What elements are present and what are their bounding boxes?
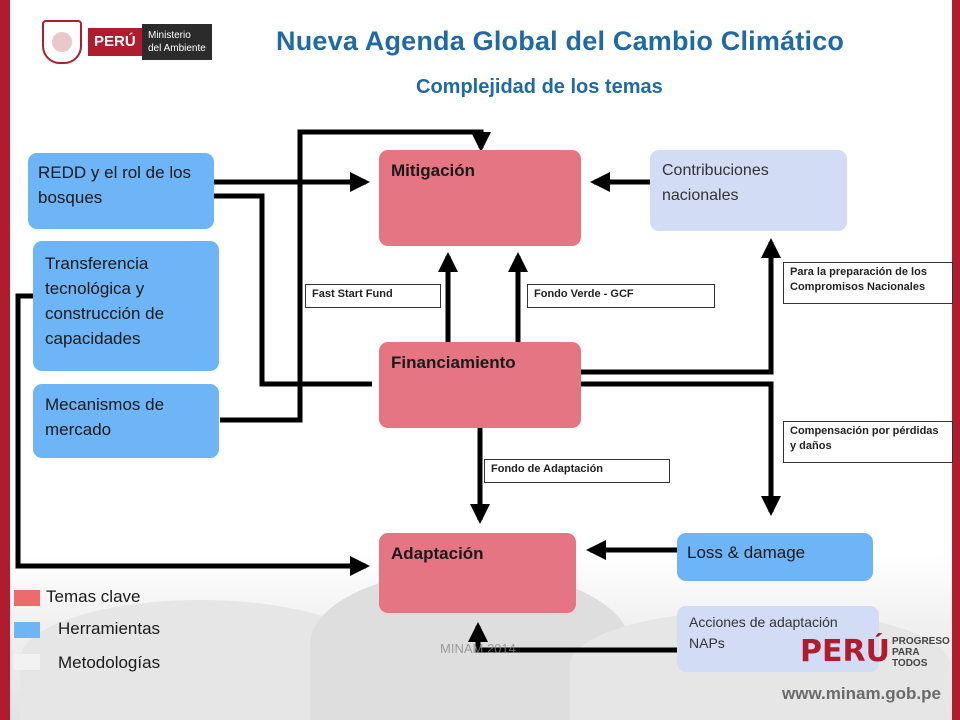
brand-tagline: PROGRESO PARA TODOS xyxy=(892,636,950,669)
label-preparacion-compromisos: Para la preparación de los Compromisos N… xyxy=(783,262,953,304)
legend-herramientas: Herramientas xyxy=(58,619,161,638)
legend-swatch-metodologias xyxy=(14,654,40,670)
label-compensacion: Compensación por pérdidas y daños xyxy=(783,421,953,463)
footer-url[interactable]: www.minam.gob.pe xyxy=(782,684,941,703)
page-title: Nueva Agenda Global del Cambio Climático xyxy=(276,26,845,56)
right-frame-border xyxy=(952,0,960,720)
brand-name: PERÚ xyxy=(800,634,890,669)
legend-metodologias: Metodologías xyxy=(58,653,161,672)
node-adaptacion: Adaptación xyxy=(379,533,576,613)
label-fast-start-fund: Fast Start Fund xyxy=(305,284,441,308)
node-financiamiento: Financiamiento xyxy=(379,342,581,428)
logo-country: PERÚ xyxy=(88,28,142,56)
label-fondo-adaptacion: Fondo de Adaptación xyxy=(484,459,670,483)
logo-ministry: Ministerio del Ambiente xyxy=(142,24,212,60)
legend-temas-clave: Temas clave xyxy=(46,587,141,606)
node-mitigacion: Mitigación xyxy=(379,150,581,246)
node-transferencia: Transferencia tecnológica y construcción… xyxy=(33,241,219,371)
node-loss-damage: Loss & damage xyxy=(677,533,873,581)
ministry-logo: PERÚ Ministerio del Ambiente xyxy=(42,18,212,68)
watermark-minam: MINAM 2014 xyxy=(440,641,516,656)
brand-logo: PERÚ PROGRESO PARA TODOS xyxy=(800,630,950,682)
label-fondo-verde: Fondo Verde - GCF xyxy=(527,284,715,308)
node-acciones-adaptacion: Acciones de adaptación NAPs xyxy=(677,606,879,672)
legend-swatch-temas-clave xyxy=(14,590,40,606)
left-frame-border xyxy=(0,0,10,720)
node-contribuciones: Contribuciones nacionales xyxy=(650,150,847,231)
node-mecanismos: Mecanismos de mercado xyxy=(33,384,219,458)
coat-of-arms-icon xyxy=(42,20,82,64)
edge-fin-lossdamage xyxy=(581,381,781,516)
legend-swatch-herramientas xyxy=(14,622,40,638)
node-redd: REDD y el rol de los bosques xyxy=(28,153,214,229)
page-subtitle: Complejidad de los temas xyxy=(416,76,663,98)
